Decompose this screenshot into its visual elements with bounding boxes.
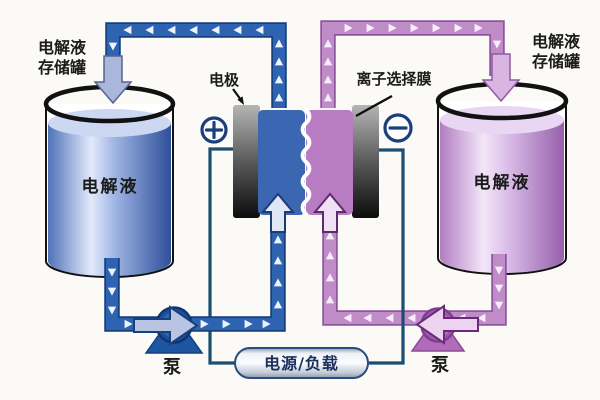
- left-pump-icon: [133, 305, 204, 354]
- membrane-label: 离子选择膜: [356, 70, 431, 88]
- pink-pipe-top: [320, 20, 505, 108]
- negative-half-cell: [258, 110, 305, 215]
- right-tank-liquid: [440, 120, 564, 273]
- left-electrolyte-tank: 电解液: [43, 84, 176, 278]
- left-tank-caption-line2: 存储罐: [38, 58, 86, 77]
- cell-inlet-arrow-pink-icon: [312, 192, 348, 233]
- right-tank-caption-line1: 电解液: [532, 32, 581, 51]
- right-tank-inlet-arrow-icon: [481, 53, 521, 103]
- electrochemical-cell: [233, 105, 379, 218]
- cell-inlet-arrow-blue-icon: [260, 192, 296, 233]
- power-load-label: 电源/负载: [264, 354, 339, 373]
- left-electrode: [233, 105, 260, 218]
- electrode-label: 电极: [209, 71, 240, 89]
- right-electrolyte-tank: 电解液: [435, 81, 569, 275]
- electrode-callout: 电极: [209, 71, 244, 105]
- left-pump-label: 泵: [163, 357, 181, 378]
- electrode-pointer-line: [232, 88, 242, 101]
- left-tank-content-label: 电解液: [82, 176, 139, 197]
- right-electrode: [352, 105, 379, 218]
- electrode-pointer-arrowhead-icon: [237, 96, 244, 105]
- left-tank-caption: 电解液 存储罐: [38, 38, 87, 77]
- left-tank-caption-line1: 电解液: [38, 38, 87, 57]
- right-tank-caption: 电解液 存储罐: [532, 32, 581, 71]
- right-tank-content-label: 电解液: [474, 172, 531, 193]
- membrane-callout: 离子选择膜: [355, 70, 432, 118]
- negative-wire: [366, 148, 405, 365]
- ion-selective-membrane-wave: [300, 108, 312, 216]
- right-pump-label: 泵: [431, 355, 449, 376]
- left-tank-inlet-arrow-icon: [93, 55, 133, 105]
- power-load-capsule: 电源/负载: [234, 347, 369, 379]
- left-tank-liquid: [48, 123, 171, 277]
- membrane-pointer-line: [355, 94, 393, 118]
- negative-terminal-icon: [383, 113, 413, 143]
- positive-terminal-icon: [200, 116, 228, 144]
- right-pump-icon: [410, 304, 479, 352]
- pink-pipe-bottom: [322, 222, 507, 326]
- positive-half-cell: [306, 110, 353, 215]
- positive-wire: [208, 147, 248, 365]
- blue-pipe-top: [105, 22, 287, 108]
- right-tank-caption-line2: 存储罐: [532, 52, 580, 71]
